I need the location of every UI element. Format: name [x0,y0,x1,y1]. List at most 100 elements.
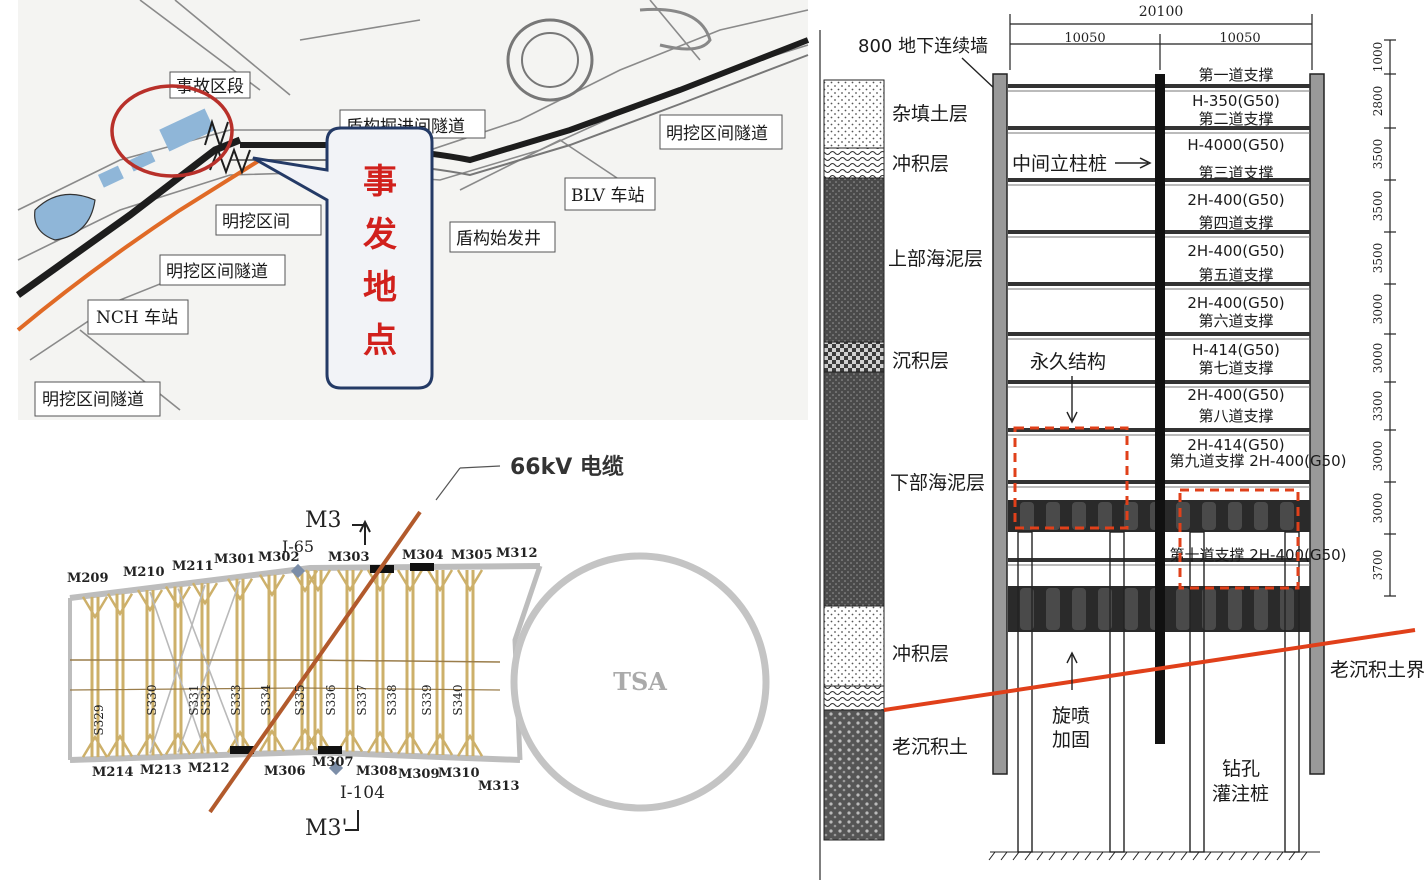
accident-circle [110,84,234,178]
central-column [1155,74,1165,744]
plan-top-label: M210 [123,565,165,580]
soil-layer-label: 冲积层 [892,153,949,175]
hatch-tick [1108,851,1116,861]
grout-column [1176,588,1190,630]
plan-bottom-label: M214 [92,765,134,780]
column-label: 中间立柱桩 [1012,153,1107,175]
strut-label: S330 [145,684,159,715]
strut-label: S333 [229,684,243,715]
accident-zigzag [209,147,251,175]
plan-bottom-wall [69,748,521,763]
tsa-label: TSA [613,667,667,696]
pile-label-bottom: I-104 [340,783,385,803]
soil-column [823,79,885,841]
strut-label: S329 [92,704,106,735]
dim-value: 3700 [1371,550,1385,581]
total-width-label: 20100 [1139,4,1184,20]
strut-label: S339 [420,684,434,715]
hatch-tick [1132,851,1140,861]
strut-label: S334 [259,684,273,715]
strut-knee [304,727,332,751]
soil-layer-label: 下部海泥层 [890,472,985,494]
plan-bottom-labels: M214 M213 M212 M306 M307 M308 M309 M310 … [92,755,520,794]
accident-callout [252,126,434,390]
grout-column [1202,588,1216,630]
plan-top-label: M305 [451,548,493,563]
strut-spec-label: 第五道支撑 [1198,266,1273,284]
grout-column [1124,588,1138,630]
grout-column [1072,588,1086,630]
grout-column [1124,502,1138,530]
hatch-tick [1072,851,1080,861]
section-mark-bottom: M3' [305,816,348,841]
strut-knee [426,732,454,756]
grout-column [1280,502,1294,530]
strut-plan: 66kV 电缆 TSA M3 I-65 I-104 M3' [67,454,770,841]
hatch-tick [1036,851,1044,861]
strut-knee [396,569,424,593]
cross-brace [149,584,206,754]
strut-spec-label: 2H-400(G50) [1187,242,1284,260]
dim-value: 3500 [1371,139,1385,170]
strut-spec-label: H-4000(G50) [1187,136,1284,154]
hatch-tick [1084,851,1092,861]
old-deposit-boundary [883,628,1416,712]
strut-spec-label: 2H-400(G50) [1187,386,1284,404]
hatch-tick [1180,851,1188,861]
grout-column [1228,502,1242,530]
callout-char-1: 事 [363,162,397,202]
tsa-shaft [510,552,770,812]
diaphragm-wall-left [992,73,1008,775]
water-body [34,193,96,241]
strut-knee [164,731,192,756]
strut-members [81,569,484,758]
hatch-tick [1024,851,1032,861]
plan-bottom-label: M307 [312,755,354,770]
soil-layer-label: 冲积层 [892,643,949,665]
hatch-tick [1060,851,1068,861]
grout-column [1098,502,1112,530]
soil-layer-label: 上部海泥层 [888,248,983,270]
strut-knee [258,574,286,598]
plan-top-label: M312 [496,546,538,561]
diaphragm-wall-right [1309,73,1325,775]
stadium [506,18,594,102]
strut-knee [81,734,109,758]
grout-column [1046,502,1060,530]
strut-spec-label: 第四道支撑 [1198,214,1273,232]
strut-knee [456,733,484,757]
strut-spec-label: 第九道支撑 2H-400(G50) [1169,452,1346,470]
boundary-label: 老沉积土界 [1330,659,1424,681]
pile-label-1: 钻孔 [1222,758,1260,780]
dim-value: 1000 [1371,42,1385,73]
grout-column [1228,588,1242,630]
grout-label-1: 旋喷 [1052,705,1090,727]
plan-bottom-label: M306 [264,764,306,779]
right-dimensions: 1000280035003500350030003000330030003000… [1371,39,1396,597]
strut-spec-label: 第八道支撑 [1198,407,1273,425]
cable-label: 66kV 电缆 [510,454,624,480]
hatch-tick [988,851,996,861]
strut-spec-label: 第一道支撑 [1198,66,1273,84]
strut-label: S340 [451,684,465,715]
permanent-structure-label: 永久结构 [1030,351,1106,373]
strut-spec-label: 第六道支撑 [1198,312,1273,330]
base-hatch [988,851,1320,861]
hatch-tick [1240,851,1248,861]
plan-top-label: M302 [258,550,300,565]
plan-top-label: M304 [402,548,444,563]
soil-layer-label: 沉积层 [892,350,949,372]
plan-top-label: M209 [67,571,109,586]
cable-66kv [208,510,422,814]
hatch-tick [1000,851,1008,861]
cable-leader [435,467,461,501]
cross-brace [177,580,241,753]
strut-knee [366,730,394,754]
plan-bottom-label: M213 [140,763,182,778]
dim-value: 2800 [1371,86,1385,117]
hatch-tick [1252,851,1260,861]
plan-top-labels: M209 M210 M211 M301 M302 M303 M304 M305 … [67,546,538,586]
plan-bottom-label: M310 [438,766,480,781]
grout-column [1098,588,1112,630]
half-width-left: 10050 [1064,31,1105,46]
